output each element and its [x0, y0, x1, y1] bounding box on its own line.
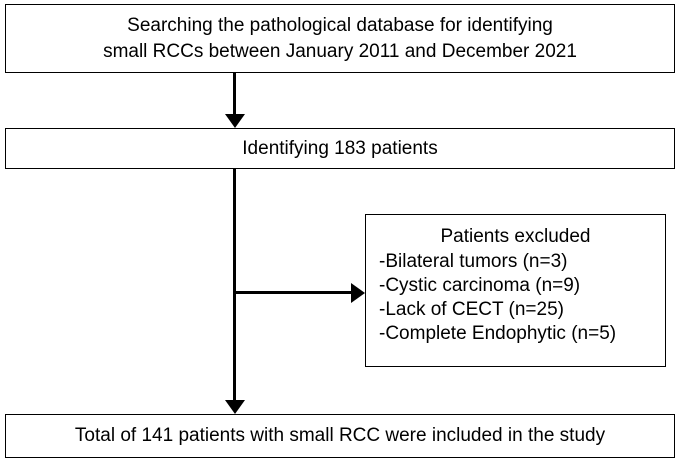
excluded-item: -Cystic carcinoma (n=9) — [379, 275, 581, 296]
excluded-item: -Lack of CECT (n=25) — [379, 299, 564, 320]
arrow-exclusion-branch-head — [351, 282, 365, 303]
excluded-patients-box: Patients excluded -Bilateral tumors (n=3… — [365, 214, 666, 367]
total-included-box: Total of 141 patients with small RCC wer… — [5, 414, 675, 458]
search-step-line1: Searching the pathological database for … — [127, 14, 553, 36]
arrow-identify-to-total-head — [224, 400, 245, 414]
excluded-title: Patients excluded — [440, 226, 591, 247]
excluded-item: -Complete Endophytic (n=5) — [379, 323, 617, 344]
excluded-item: -Bilateral tumors (n=3) — [379, 251, 568, 272]
total-included-text: Total of 141 patients with small RCC wer… — [74, 425, 606, 446]
identify-step-text: Identifying 183 patients — [242, 137, 438, 159]
arrow-identify-to-total-shaft — [233, 169, 236, 401]
search-step-line2: small RCCs between January 2011 and Dece… — [103, 40, 577, 62]
arrow-search-to-identify-head — [224, 114, 245, 128]
search-step-box: Searching the pathological database for … — [5, 4, 675, 73]
arrow-search-to-identify-shaft — [233, 73, 236, 115]
identify-step-box: Identifying 183 patients — [5, 128, 675, 169]
arrow-exclusion-branch-shaft — [234, 291, 352, 294]
